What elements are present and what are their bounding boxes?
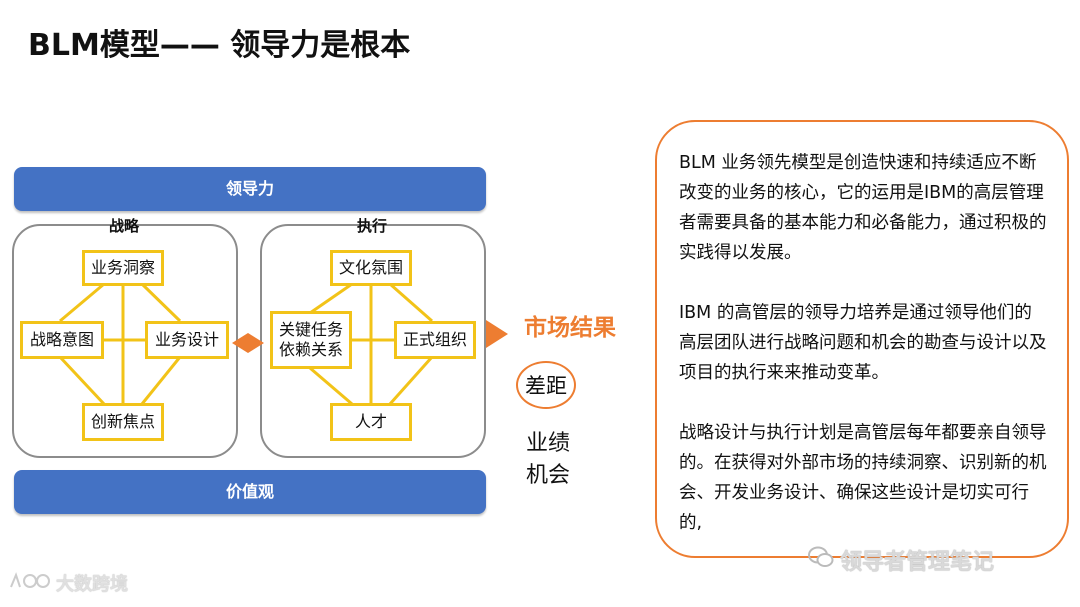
watermark-right: 领导者管理笔记 bbox=[808, 544, 994, 576]
logo-icon bbox=[8, 571, 52, 596]
result-arrow bbox=[486, 320, 508, 348]
wechat-icon bbox=[808, 546, 834, 574]
node-culture: 文化氛围 bbox=[330, 250, 412, 286]
link-diamond bbox=[232, 333, 264, 353]
performance-opportunity-label: 业绩机会 bbox=[526, 431, 571, 488]
node-business-design: 业务设计 bbox=[145, 321, 229, 359]
market-result-label: 市场结果 bbox=[524, 315, 616, 341]
watermark-left: 大数跨境 bbox=[8, 570, 128, 596]
watermark-left-text: 大数跨境 bbox=[56, 574, 128, 595]
node-innovation-focus: 创新焦点 bbox=[82, 403, 164, 441]
description-paragraph: 战略设计与执行计划是高管层每年都要亲自领导的。在获得对外部市场的持续洞察、识别新… bbox=[679, 423, 1047, 533]
node-critical-tasks: 关键任务依赖关系 bbox=[270, 311, 352, 369]
page-title: BLM模型—— 领导力是根本 bbox=[28, 28, 411, 63]
description-box: BLM 业务领先模型是创造快速和持续适应不断改变的业务的核心，它的运用是IBM的… bbox=[655, 120, 1069, 558]
node-talent: 人才 bbox=[330, 403, 412, 441]
values-band: 价值观 bbox=[14, 470, 486, 514]
gap-circle: 差距 bbox=[516, 361, 576, 409]
execution-label: 执行 bbox=[356, 217, 387, 235]
watermark-right-text: 领导者管理笔记 bbox=[840, 550, 995, 575]
node-business-insight: 业务洞察 bbox=[82, 250, 164, 286]
leadership-band: 领导力 bbox=[14, 167, 486, 211]
description-paragraph: BLM 业务领先模型是创造快速和持续适应不断改变的业务的核心，它的运用是IBM的… bbox=[679, 153, 1047, 263]
strategy-label: 战略 bbox=[108, 217, 139, 235]
description-paragraph: IBM 的高管层的领导力培养是通过领导他们的高层团队进行战略问题和机会的勘查与设… bbox=[679, 303, 1047, 383]
node-strategic-intent: 战略意图 bbox=[20, 321, 104, 359]
node-formal-organization: 正式组织 bbox=[394, 321, 476, 359]
